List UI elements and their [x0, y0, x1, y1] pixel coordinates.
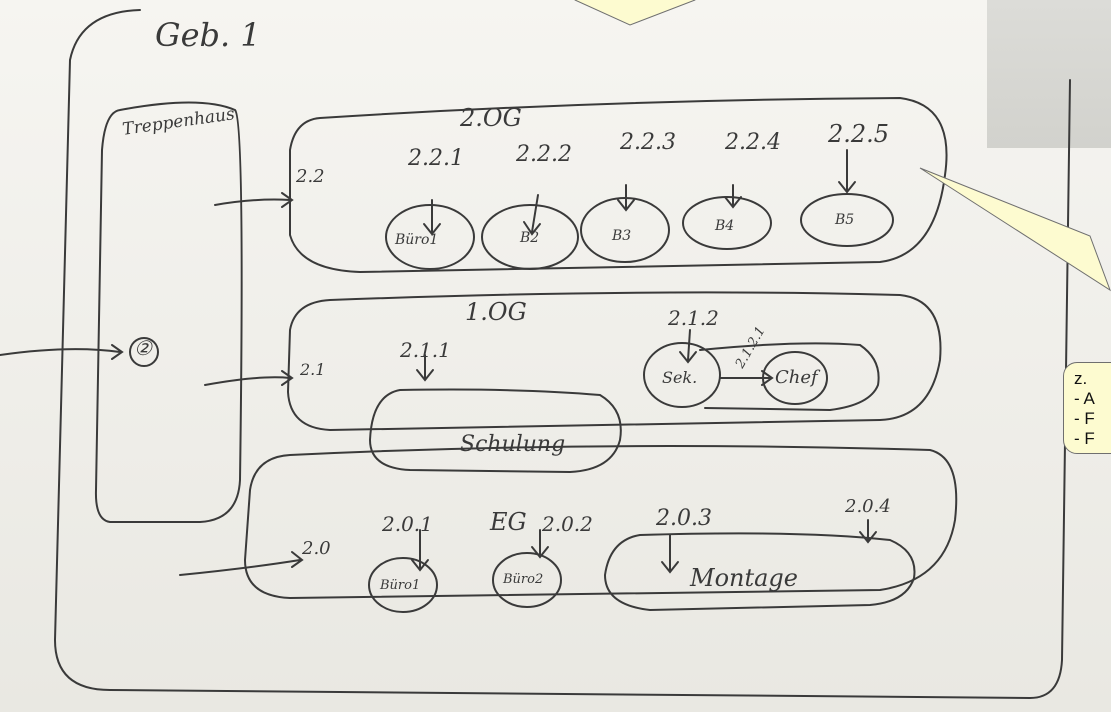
room-2-2-4-circle — [682, 196, 772, 250]
room-2-1-2-1-outline — [699, 342, 880, 412]
entry-marker-circle — [129, 337, 159, 367]
room-2-2-2-name: B2 — [520, 230, 540, 246]
room-2-2-4-name: B4 — [715, 218, 735, 234]
room-2-0-2-circle — [492, 552, 562, 608]
room-2-2-2-code: 2.2.2 — [516, 142, 572, 167]
room-2-2-5-circle — [800, 193, 894, 247]
room-arrows — [411, 149, 877, 574]
room-2-2-5-name: B5 — [835, 212, 855, 228]
room-2-0-4-code: 2.0.4 — [845, 496, 891, 517]
room-2-1-2-name: Sek. — [662, 368, 698, 387]
building-title: Geb. 1 — [155, 16, 261, 54]
room-2-0-1-code: 2.0.1 — [382, 512, 433, 536]
stairwell-outline — [94, 101, 243, 523]
room-2-1-1-outline — [368, 388, 622, 474]
stairwell-arrows — [0, 192, 304, 576]
floor-eg-code: 2.0 — [302, 538, 331, 559]
room-2-0-1-circle — [368, 557, 438, 613]
room-2-2-1-circle — [385, 204, 475, 270]
room-chef-name: Chef — [775, 367, 818, 388]
callout-pointer-top — [574, 0, 696, 26]
room-2-0-2-name: Büro2 — [503, 572, 544, 587]
floor-2og-outline — [289, 96, 948, 274]
entry-marker: ② — [134, 336, 152, 360]
comment-callout: z. - A - F - F — [1063, 362, 1111, 454]
floor-1og-code: 2.1 — [300, 360, 326, 379]
callout-line-4: - F — [1074, 429, 1095, 448]
floor-eg-outline — [243, 445, 958, 600]
callout-line-3: - F — [1074, 409, 1095, 428]
room-2-1-2-circle — [643, 342, 721, 408]
room-2-2-2-circle — [481, 204, 579, 270]
room-2-0-3-outline — [603, 532, 916, 612]
room-2-0-1-name: Büro1 — [380, 578, 421, 593]
room-2-1-1-name: Schulung — [460, 432, 566, 457]
building-outline — [53, 9, 1071, 700]
background-photo-patch — [987, 0, 1111, 148]
callout-line-2: - A — [1074, 389, 1095, 408]
callout-line-1: z. — [1074, 369, 1088, 388]
room-2-1-2-code: 2.1.2 — [668, 306, 719, 330]
room-2-2-4-code: 2.2.4 — [725, 130, 781, 155]
room-2-2-1-code: 2.2.1 — [408, 146, 464, 171]
room-2-2-1-name: Büro1 — [395, 232, 439, 248]
floor-2og-code: 2.2 — [296, 166, 325, 187]
room-2-2-3-code: 2.2.3 — [620, 130, 676, 155]
room-2-0-2-code: 2.0.2 — [542, 512, 593, 536]
room-2-2-5-code: 2.2.5 — [828, 120, 890, 148]
floor-1og-outline — [286, 291, 942, 432]
room-2-1-1-code: 2.1.1 — [400, 338, 451, 362]
room-2-0-3-name: Montage — [690, 564, 798, 592]
callout-pointer-right — [919, 167, 1111, 292]
floor-2og-name: 2.OG — [460, 104, 522, 132]
room-2-2-3-name: B3 — [612, 228, 632, 244]
floor-eg-name: EG — [490, 508, 527, 536]
floor-1og-name: 1.OG — [465, 298, 527, 326]
room-2-0-3-code: 2.0.3 — [656, 506, 712, 531]
